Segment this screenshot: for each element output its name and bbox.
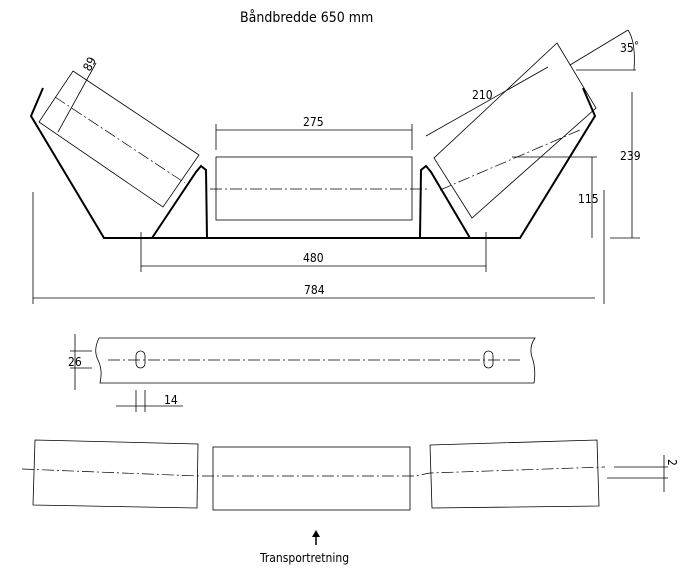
direction-arrow-icon: [312, 530, 320, 545]
dim-center-roller-length: 275: [303, 115, 324, 129]
dimension-lines: [32, 29, 640, 304]
transport-direction-label: Transportretning: [259, 551, 349, 565]
dim-total-width: 784: [304, 283, 325, 297]
center-roller: [215, 156, 413, 221]
plan-center-roller: [212, 446, 411, 511]
idler-frame: [29, 87, 597, 239]
drawing-title: Båndbredde 650 mm: [240, 9, 373, 26]
slot-left: [135, 350, 146, 369]
left-roller: [38, 70, 200, 208]
dim-center-height: 115: [578, 192, 599, 206]
plan-view-rollers: [21, 439, 668, 511]
dim-total-height: 239: [620, 149, 641, 163]
plan-left-roller: [32, 439, 199, 509]
dim-roller-diameter: 89: [80, 55, 99, 74]
slot-right: [483, 350, 494, 369]
mounting-bar: [70, 334, 536, 412]
plan-right-roller: [429, 439, 600, 509]
dim-angle: 35˚: [620, 40, 639, 55]
dim-offset: 2: [665, 459, 679, 466]
dim-side-roller-length: 210: [472, 88, 493, 102]
dim-bar-height: 26: [68, 355, 82, 369]
dim-slot-width: 14: [164, 393, 178, 407]
right-roller: [433, 42, 597, 219]
dim-mount-spacing: 480: [303, 251, 324, 265]
